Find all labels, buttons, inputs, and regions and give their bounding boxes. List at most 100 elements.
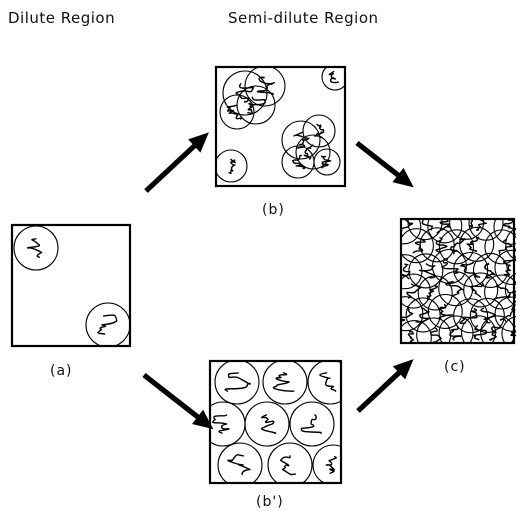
coil-c-ring bbox=[401, 254, 423, 290]
coil-c-ring bbox=[484, 229, 516, 265]
coil-c-ring bbox=[463, 272, 499, 308]
panel-c: (c) bbox=[399, 217, 516, 375]
coil-c-ring bbox=[494, 296, 516, 332]
panel-c-label: (c) bbox=[444, 359, 466, 375]
coil-c-ring bbox=[408, 253, 444, 289]
coil-b-chain bbox=[303, 144, 314, 160]
coil-c-chain bbox=[449, 325, 462, 341]
coil-b-prime-ring bbox=[312, 444, 341, 483]
coil-c-ring bbox=[484, 274, 516, 310]
coil-c-ring bbox=[416, 317, 452, 343]
coil-b-ring bbox=[216, 149, 248, 183]
panel-a-coils bbox=[13, 225, 130, 346]
panel-b-box bbox=[214, 65, 347, 188]
coil-c-chain bbox=[418, 219, 433, 231]
coil-b-chain bbox=[328, 70, 339, 84]
coil-c-ring bbox=[505, 227, 516, 261]
coil-b-ring bbox=[281, 120, 321, 160]
coil-b-prime-chain bbox=[272, 372, 295, 392]
coil-c-chain bbox=[435, 237, 448, 253]
panel-b-prime-label: (b') bbox=[256, 494, 284, 510]
coil-c-ring bbox=[419, 227, 455, 263]
coil-c-chain bbox=[401, 263, 411, 280]
coil-c-ring bbox=[427, 293, 463, 330]
coil-c-chain bbox=[438, 303, 454, 320]
coil-c-ring bbox=[401, 228, 434, 264]
semidilute-region-header: Semi-dilute Region bbox=[228, 9, 379, 27]
coil-b-ring bbox=[295, 134, 331, 170]
coil-c-chain bbox=[426, 285, 438, 301]
coil-b-prime-chain bbox=[224, 372, 252, 392]
coil-b-prime-ring bbox=[307, 361, 341, 405]
coil-c-ring bbox=[504, 273, 516, 306]
coil-b-chain bbox=[291, 154, 306, 170]
coil-b-prime-ring bbox=[217, 442, 263, 483]
coil-c-chain bbox=[510, 325, 516, 337]
coil-b-prime-ring bbox=[214, 361, 260, 405]
coil-a-ring bbox=[13, 225, 59, 271]
panel-b: (b) bbox=[214, 65, 347, 218]
coil-b-ring bbox=[244, 67, 286, 107]
coil-c-ring bbox=[494, 249, 516, 286]
coil-c-ring bbox=[438, 229, 475, 265]
coil-c-chain bbox=[475, 219, 487, 231]
coil-b-prime-chain bbox=[325, 456, 337, 474]
dilute-region-header: Dilute Region bbox=[8, 9, 115, 27]
coil-b-prime-chain bbox=[319, 372, 337, 392]
coil-c-ring bbox=[405, 297, 441, 333]
coil-b-prime-ring bbox=[262, 361, 308, 405]
coil-c-chain bbox=[511, 290, 516, 298]
coil-c-ring bbox=[427, 219, 463, 244]
coil-b-prime-chain bbox=[280, 455, 297, 476]
panel-a: (a) bbox=[10, 223, 132, 379]
coil-c-chain bbox=[473, 325, 487, 341]
coil-b-prime-chain bbox=[227, 454, 251, 475]
coil-b-prime-ring bbox=[289, 401, 335, 447]
panel-b-label: (b) bbox=[262, 202, 285, 218]
coil-c-chain bbox=[401, 306, 414, 322]
arrow-a-to-b-prime bbox=[142, 372, 214, 430]
panel-b-prime: (b') bbox=[208, 359, 343, 510]
coil-c-chain bbox=[502, 219, 516, 236]
coil-c-chain bbox=[503, 259, 516, 276]
coil-c-chain bbox=[470, 282, 485, 298]
coil-b-chain bbox=[320, 155, 332, 169]
coil-c-chain bbox=[466, 236, 480, 252]
coil-b-chain bbox=[228, 158, 236, 175]
coil-c-chain bbox=[460, 261, 481, 278]
coil-c-ring bbox=[480, 315, 516, 343]
panel-a-box bbox=[10, 223, 132, 348]
coil-c-chain bbox=[480, 307, 497, 324]
coil-b-ring bbox=[313, 148, 341, 176]
coil-c-chain bbox=[407, 329, 415, 343]
coil-c-ring bbox=[469, 297, 505, 334]
panel-b-prime-box bbox=[208, 359, 343, 485]
coil-b-prime-ring bbox=[244, 401, 290, 447]
coil-c-chain bbox=[445, 280, 465, 297]
coil-c-chain bbox=[430, 327, 442, 343]
coil-b-ring bbox=[321, 67, 345, 91]
arrow-b-to-c bbox=[355, 140, 414, 188]
coil-c-chain bbox=[489, 325, 502, 341]
coil-c-chain bbox=[499, 306, 516, 322]
arrow-a-to-b bbox=[144, 132, 209, 193]
coil-c-chain bbox=[498, 239, 513, 255]
coil-b-chain bbox=[256, 76, 275, 95]
coil-a-chain bbox=[26, 238, 43, 258]
coil-b-chain bbox=[226, 104, 243, 120]
panel-a-label: (a) bbox=[50, 363, 73, 379]
coil-c-chain bbox=[483, 262, 496, 279]
panel-b-coils bbox=[216, 67, 345, 183]
coil-c-ring bbox=[438, 315, 474, 343]
coil-c-chain bbox=[436, 219, 451, 234]
coil-b-prime-chain bbox=[300, 414, 322, 434]
coil-b-ring bbox=[219, 94, 255, 130]
coil-b-chain bbox=[293, 131, 310, 149]
coil-c-chain bbox=[450, 238, 466, 255]
coil-b-ring bbox=[302, 114, 336, 148]
coil-c-ring bbox=[417, 275, 453, 311]
coil-b-prime-ring bbox=[267, 442, 313, 483]
coil-c-ring bbox=[501, 316, 516, 343]
panel-c-coils bbox=[401, 219, 516, 343]
